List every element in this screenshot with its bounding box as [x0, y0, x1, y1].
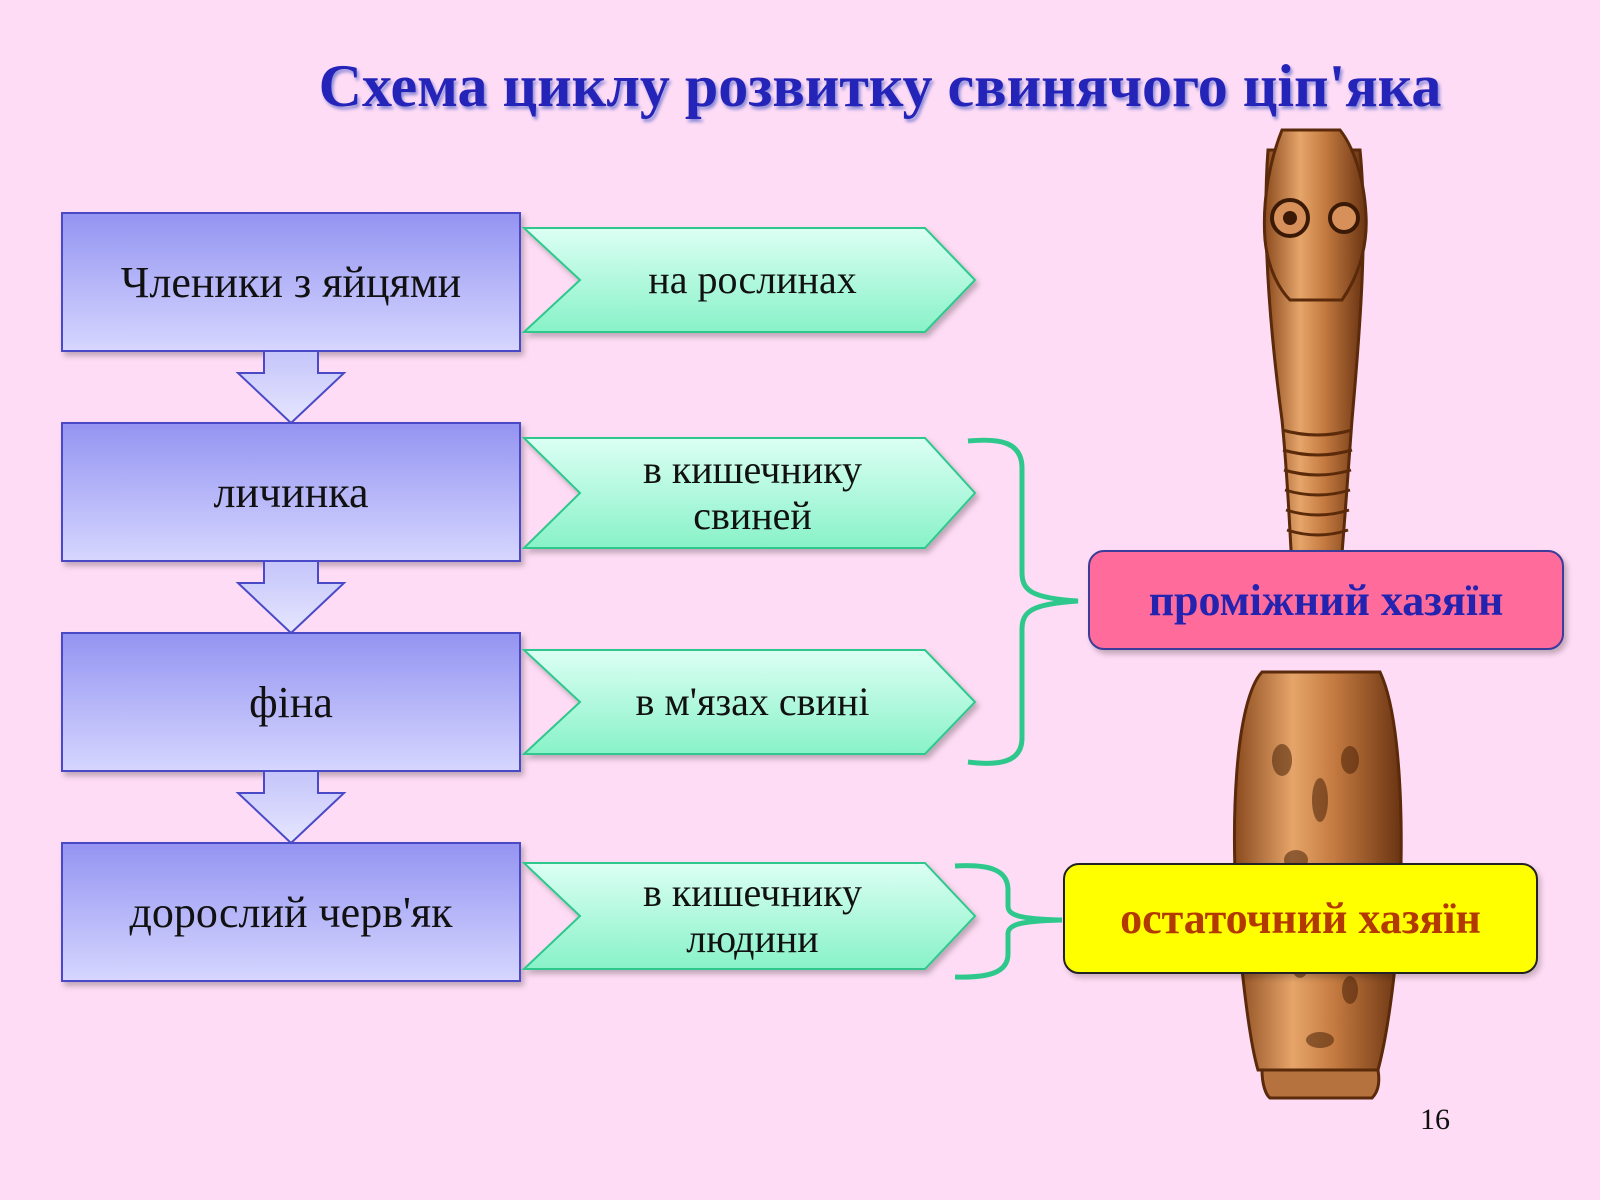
tapeworm-scolex — [1262, 128, 1368, 302]
slide-title: Схема циклу розвитку свинячого ціп'яка — [318, 53, 1442, 119]
down-arrow-2 — [235, 560, 347, 635]
stage-box-2 — [61, 422, 521, 562]
tapeworm-sucker-right — [1328, 202, 1360, 234]
stage-box-3 — [61, 632, 521, 772]
intermediate-host-bracket — [967, 437, 1079, 766]
place-arrows — [521, 227, 977, 970]
intermediate-host-badge: проміжний хазяїн — [1088, 550, 1564, 650]
down-arrow-1 — [235, 350, 347, 425]
place-arrow-4 — [521, 862, 977, 970]
place-arrow-1 — [521, 227, 977, 333]
stage-box-1 — [61, 212, 521, 352]
tapeworm-sucker-left-center — [1283, 211, 1297, 225]
page-number: 16 — [1420, 1103, 1450, 1136]
tapeworm-rings — [1281, 428, 1353, 537]
down-arrows — [235, 350, 347, 845]
tapeworm-proglottid-tail — [1260, 1068, 1381, 1100]
place-arrow-3 — [521, 649, 977, 755]
final-host-badge: остаточний хазяїн — [1063, 863, 1538, 974]
final-host-bracket — [954, 863, 1063, 980]
stage-boxes — [61, 212, 521, 982]
place-arrow-2 — [521, 437, 977, 549]
stage-box-4 — [61, 842, 521, 982]
down-arrow-3 — [235, 770, 347, 845]
